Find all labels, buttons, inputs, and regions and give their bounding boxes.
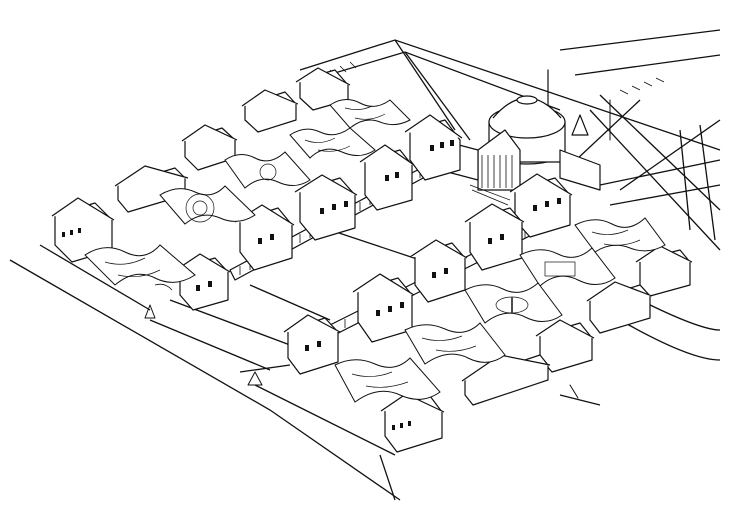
pavilion-e [175, 253, 231, 311]
pavilion-f [509, 173, 573, 238]
pavilion-b [359, 144, 415, 211]
pavilion-a [404, 114, 463, 181]
pavilion-c [294, 174, 358, 241]
east-lawn-row [283, 173, 693, 453]
road-network [9, 29, 721, 501]
pavilion-g [464, 203, 525, 271]
site-details [144, 283, 579, 399]
pavilion-i [352, 273, 415, 343]
rotunda [439, 69, 611, 206]
west-lawn-row [51, 67, 463, 311]
pavilion-j [283, 314, 341, 375]
